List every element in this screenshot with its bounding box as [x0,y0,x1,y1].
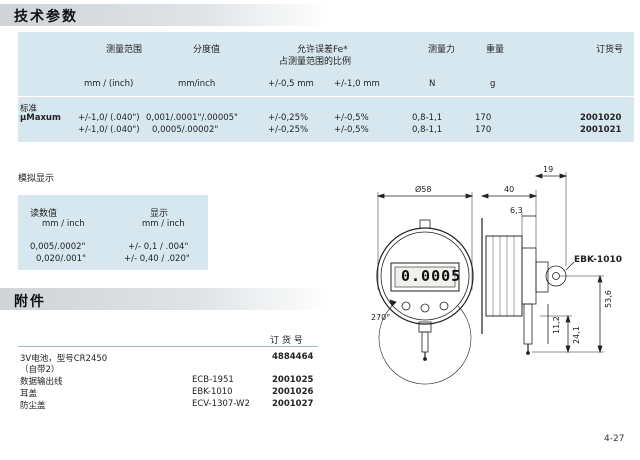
accessories-order-header: 订 货 号 [270,336,303,346]
ear-cap-callout: EBK-1010 [574,255,622,265]
table-row-2-order: 2001021 [580,125,622,135]
header-weight: 重量 [486,45,505,55]
header-resolution: 分度值 [193,45,221,55]
accessory-5-order: 2001027 [272,399,314,409]
accessories-divider [18,346,318,347]
specs-section-bar [0,4,330,26]
accessory-3-model: ECB-1951 [192,375,234,385]
table-row-1-err1: +/-0,25% [268,113,309,123]
table-row-1-order: 2001020 [580,113,622,123]
table-row-1-err2: +/-0,5% [334,113,369,123]
accessory-5-name: 防尘盖 [20,401,46,411]
unit-weight: g [490,79,496,89]
analog-row-2-display: +/- 0,40 / .020" [124,254,190,264]
table-row-1-range: +/-1,0/ (.040") [78,113,140,123]
accessory-4-name: 耳盖 [20,389,38,399]
table-row-2-resolution: 0,0005/.00002" [152,125,219,135]
analog-unit-reading: mm / inch [42,219,85,229]
unit-range: mm / (inch) [84,79,134,89]
table-row-2-weight: 170 [475,125,492,135]
unit-error-1: +/-0,5 mm [268,79,314,89]
table-row-1-weight: 170 [475,113,492,123]
dim-offset: 6,3 [510,206,523,215]
dim-depth: 40 [504,185,515,194]
analog-table-panel [18,195,208,270]
table-row-2-force: 0,8-1,1 [412,125,443,135]
unit-resolution: mm/inch [178,79,216,89]
accessory-4-model: EBK-1010 [192,387,233,397]
page-number: 4-27 [604,434,625,444]
dim-angle: 270° [371,313,391,322]
header-error-line1: 允许误差Fe* [297,45,348,55]
unit-force: N [429,79,436,89]
specs-table-divider [18,96,634,97]
header-order: 订货号 [596,45,624,55]
unit-error-2: +/-1,0 mm [334,79,380,89]
lcd-display-value: 0.0005 [401,267,462,285]
model-label-line1: 标准 [20,104,38,114]
specs-table-panel [18,32,634,142]
model-label-line2: μMaxum [20,113,61,123]
accessories-section-bar [0,288,330,310]
dim-cap: 19 [543,165,554,174]
accessory-2-name: （自带2） [20,365,60,375]
table-row-2-err1: +/-0,25% [268,125,309,135]
accessory-5-model: ECV-1307-W2 [192,399,250,409]
accessory-4-order: 2001026 [272,387,314,397]
specs-section-title: 技术参数 [14,9,78,25]
header-range: 测量范围 [106,45,143,55]
dim-height: 53,6 [604,290,613,308]
analog-section-title: 模拟显示 [18,174,55,184]
analog-header-display: 显示 [150,209,169,219]
table-row-2-range: +/-1,0/ (.040") [78,125,140,135]
analog-unit-display: mm / inch [142,219,185,229]
table-row-1-resolution: 0,001/.0001"/.00005" [146,113,238,123]
dim-diameter: Ø58 [415,185,432,194]
header-force: 测量力 [428,45,456,55]
analog-row-1-reading: 0,005/.0002" [30,242,86,252]
dim-tip: 11,2 [552,316,561,334]
accessories-section-title: 附件 [14,294,46,310]
accessory-1-name: 3V电池，型号CR2450 [20,354,108,364]
accessory-1-order: 4884464 [272,352,314,362]
table-row-1-force: 0,8-1,1 [412,113,443,123]
accessory-3-order: 2001025 [272,375,314,385]
table-row-2-err2: +/-0,5% [334,125,369,135]
header-error-line2: 占测量范围的比例 [279,57,352,67]
accessory-3-name: 数据输出线 [20,377,63,387]
analog-row-2-reading: 0,020/.001" [36,254,87,264]
dim-stem: 24,1 [572,326,581,344]
analog-row-1-display: +/- 0,1 / .004" [128,242,189,252]
analog-header-reading: 读数值 [30,209,58,219]
